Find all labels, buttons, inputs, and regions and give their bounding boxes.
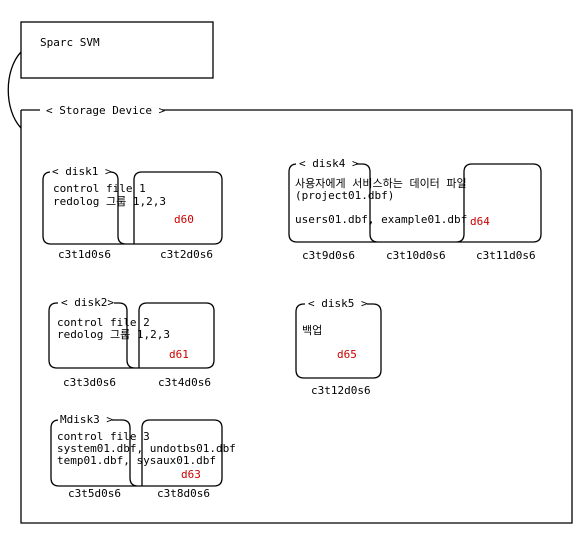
volume-line: control file 2 bbox=[57, 316, 150, 329]
volume-title: Mdisk3 > bbox=[60, 413, 113, 426]
volume-title: < disk2> bbox=[61, 296, 114, 309]
volume-line: redolog 그룹 1,2,3 bbox=[53, 195, 166, 208]
disk-label: c3t3d0s6 bbox=[63, 376, 116, 389]
storage-label: < Storage Device > bbox=[46, 104, 166, 117]
host-label: Sparc SVM bbox=[40, 36, 100, 49]
volume-d64: < disk4 > 사용자에게 서비스하는 데이터 파일 (project01.… bbox=[288, 157, 542, 262]
title-gap bbox=[296, 157, 356, 169]
volume-id: d65 bbox=[337, 348, 357, 361]
volume-outline bbox=[288, 163, 542, 243]
volume-line: (project01.dbf) bbox=[295, 189, 394, 202]
title-gap bbox=[50, 165, 110, 177]
volume-d63: Mdisk3 > control file 3 system01.dbf, un… bbox=[50, 413, 236, 500]
title-gap bbox=[58, 296, 114, 308]
volume-id: d60 bbox=[174, 213, 194, 226]
volume-id: d61 bbox=[169, 348, 189, 361]
disk-label: c3t4d0s6 bbox=[158, 376, 211, 389]
disk-label: c3t5d0s6 bbox=[68, 487, 121, 500]
volume-id: d64 bbox=[470, 215, 490, 228]
volume-outline bbox=[48, 302, 215, 369]
storage-frame bbox=[20, 109, 573, 524]
volume-line: control file 1 bbox=[53, 182, 146, 195]
volume-outline bbox=[295, 303, 382, 379]
volume-line: users01.dbf, example01.dbf bbox=[295, 213, 467, 226]
volume-d60: < disk1 > control file 1 redolog 그룹 1,2,… bbox=[42, 165, 223, 261]
host-box bbox=[20, 21, 214, 79]
disk-label: c3t9d0s6 bbox=[302, 249, 355, 262]
volume-title: < disk4 > bbox=[299, 157, 359, 170]
volume-line: 백업 bbox=[302, 324, 322, 337]
volume-d61: < disk2> control file 2 redolog 그룹 1,2,3… bbox=[48, 296, 215, 389]
host-storage-connector bbox=[7, 51, 22, 129]
volume-line: control file 3 bbox=[57, 430, 150, 443]
disk-label: c3t11d0s6 bbox=[476, 249, 536, 262]
volume-line: temp01.dbf, sysaux01.dbf bbox=[57, 454, 216, 467]
disk-label: c3t1d0s6 bbox=[58, 248, 111, 261]
disk-label: c3t12d0s6 bbox=[311, 384, 371, 397]
volume-line: system01.dbf, undotbs01.dbf bbox=[57, 442, 236, 455]
volume-title: < disk5 > bbox=[308, 297, 368, 310]
title-gap bbox=[305, 297, 367, 309]
volume-d65: < disk5 > 백업 d65 c3t12d0s6 bbox=[295, 297, 382, 397]
title-gap bbox=[58, 413, 112, 425]
disk-label: c3t8d0s6 bbox=[157, 487, 210, 500]
volume-title: < disk1 > bbox=[52, 165, 112, 178]
volume-line: 사용자에게 서비스하는 데이터 파일 bbox=[295, 176, 467, 190]
volume-id: d63 bbox=[181, 468, 201, 481]
disk-label: c3t10d0s6 bbox=[386, 249, 446, 262]
volume-outline bbox=[42, 171, 223, 245]
volume-line: redolog 그룹 1,2,3 bbox=[57, 328, 170, 341]
volume-outline bbox=[50, 419, 223, 487]
disk-label: c3t2d0s6 bbox=[160, 248, 213, 261]
